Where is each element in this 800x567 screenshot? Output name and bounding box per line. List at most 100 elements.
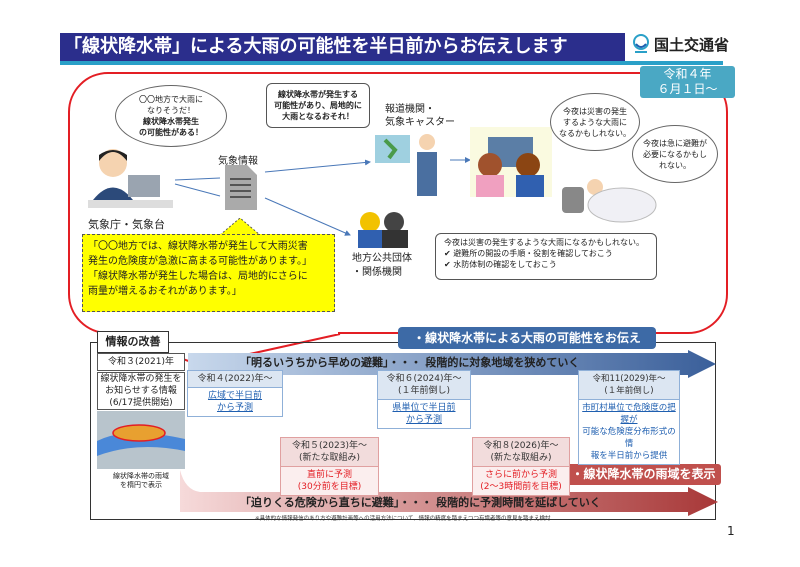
r4-card: 令和４(2022)年～広域で半日前から予測 bbox=[187, 370, 283, 417]
caster-speech-bubble: 線状降水帯が発生する 可能性があり、局地的に 大雨となるおそれ！ bbox=[266, 83, 370, 128]
thought-line: 今夜は急に避難が bbox=[643, 138, 707, 148]
card-year: 令和５(2023)年～ (新たな取組み) bbox=[281, 438, 378, 467]
blue-banner: ・線状降水帯による大雨の可能性をお伝え bbox=[398, 327, 656, 349]
body-line: から予測 bbox=[405, 415, 442, 425]
card-body: 広域で半日前から予測 bbox=[188, 388, 282, 416]
callout-line: 「線状降水帯が発生した場合は、局地的にさらに bbox=[88, 271, 308, 282]
forecast-message-callout: 「〇〇地方では、線状降水帯が発生して大雨災害発生の危険度が急激に高まる可能性があ… bbox=[82, 234, 335, 312]
body-line: (30分前を目標) bbox=[297, 482, 362, 492]
check-text: 水防体制の確認をしておこう bbox=[453, 260, 557, 269]
r8-card: 令和８(2026)年～ (新たな取組み) さらに前から予測 (2～3時間前を目標) bbox=[472, 437, 570, 496]
red-arrow-text: 「迫りくる危険から直ちに避難」・・・ 段階的に予測時間を延ばしていく bbox=[240, 496, 601, 509]
thought-line: 必要になるかもし bbox=[643, 149, 707, 159]
title-underline bbox=[60, 61, 723, 65]
year-sub: (新たな取組み) bbox=[490, 453, 552, 463]
speech-line: 今夜は災害の発生するような大雨になるかもしれない。 bbox=[444, 238, 644, 247]
mlit-logo: 国土交通省 bbox=[632, 32, 729, 56]
weather-info-label: 気象情報 bbox=[218, 156, 258, 167]
checklist-item: ✔ 水防体制の確認をしておこう bbox=[444, 259, 648, 270]
callout-line: 発生の危険度が急激に高まる可能性があります。」 bbox=[88, 256, 312, 267]
thought-line: れない。 bbox=[659, 160, 691, 170]
check-text: 避難所の開設の手順・役割を確認しておこう bbox=[453, 249, 613, 258]
label-line: 地方公共団体 bbox=[352, 253, 412, 264]
year-line: 令和６(2024)年～ bbox=[386, 374, 462, 384]
body-line: 報を半日前から提供 bbox=[590, 451, 668, 461]
card-body: さらに前から予測 (2～3時間前を目標) bbox=[473, 467, 569, 495]
forecaster-thought-bubble: 〇〇地方で大雨に なりそうだ！ 線状降水帯発生 の可能性がある！ bbox=[115, 85, 227, 147]
thought-line: するような大雨に bbox=[563, 117, 627, 127]
body-line: 直前に予測 bbox=[306, 470, 352, 480]
callout-line: 雨量が増えるおそれがあります。」 bbox=[88, 286, 242, 297]
logo-text: 国土交通省 bbox=[654, 35, 730, 54]
speech-line: 大雨となるおそれ！ bbox=[282, 112, 354, 121]
label-line: 気象キャスター bbox=[385, 117, 455, 128]
desc-line: (6/17提供開始) bbox=[109, 398, 173, 408]
red-arrow bbox=[180, 470, 718, 516]
caption-line: 線状降水帯の雨域 bbox=[113, 472, 169, 480]
speech-line: 可能性があり、局地的に bbox=[274, 101, 362, 110]
year-sub: (新たな取組み) bbox=[298, 453, 361, 463]
caption-line: を楕円で表示 bbox=[120, 481, 162, 489]
page-number: 1 bbox=[727, 524, 735, 538]
family-watching-tv-illustration bbox=[470, 127, 552, 197]
radar-rain-map bbox=[97, 411, 185, 469]
card-body: 直前に予測 (30分前を目標) bbox=[281, 467, 378, 495]
desc-line: 線状降水帯の発生を bbox=[100, 374, 182, 384]
year-line: 令和８(2026)年～ bbox=[483, 441, 559, 451]
thought-line: 今夜は災害の発生 bbox=[563, 106, 627, 116]
footnote: ※具体的な情報発信のあり方や避難計画等への活用方法について、情報の精度を踏まえつ… bbox=[255, 516, 551, 522]
forecaster-illustration bbox=[88, 149, 173, 208]
r5-card: 令和５(2023)年～ (新たな取組み) 直前に予測 (30分前を目標) bbox=[280, 437, 379, 496]
callout-line: 「〇〇地方では、線状降水帯が発生して大雨災害 bbox=[88, 241, 308, 252]
blue-arrow-text: 「明るいうちから早めの避難」・・・ 段階的に対象地域を狭めていく bbox=[240, 356, 580, 369]
caster-illustration bbox=[375, 134, 437, 196]
year-line: 令和11(2029)年～ bbox=[592, 374, 666, 384]
desc-line: お知らせする情報 bbox=[105, 386, 177, 396]
card-year: 令和８(2026)年～ (新たな取組み) bbox=[473, 438, 569, 467]
r3-year: 令和３(2021)年 bbox=[97, 353, 185, 371]
radar-caption: 線状降水帯の雨域を楕円で表示 bbox=[97, 472, 185, 490]
page-title: 「線状降水帯」による大雨の可能性を半日前からお伝えします bbox=[60, 33, 625, 61]
agency-label: 気象庁・気象台 bbox=[88, 218, 165, 231]
check-icon: ✔ bbox=[444, 249, 454, 258]
thought-line: の可能性がある！ bbox=[139, 128, 203, 137]
sleeping-person-illustration bbox=[562, 179, 657, 223]
body-line: 市町村単位で危険度の把握が bbox=[582, 403, 676, 425]
body-line: 広域で半日前 bbox=[207, 391, 262, 401]
speech-line: 線状降水帯が発生する bbox=[278, 90, 358, 99]
card-year: 令和６(2024)年～ (１年前倒し) bbox=[378, 371, 470, 400]
local-government-speech-bubble: 今夜は災害の発生するような大雨になるかもしれない。 ✔ 避難所の開設の手順・役割… bbox=[435, 233, 657, 280]
body-line: 県単位で半日前 bbox=[392, 403, 456, 413]
date-line1: 令和４年 bbox=[663, 67, 712, 81]
thought-line: なるかもしれない。 bbox=[559, 128, 631, 138]
body-line: 可能な危険度分布形式の情 bbox=[582, 427, 676, 449]
card-body: 県単位で半日前から予測 bbox=[378, 400, 470, 428]
r6-card: 令和６(2024)年～ (１年前倒し) 県単位で半日前から予測 bbox=[377, 370, 471, 429]
document-icon bbox=[225, 165, 257, 210]
year-sub: (１年前倒し) bbox=[604, 386, 654, 396]
r11-card: 令和11(2029)年～ (１年前倒し) 市町村単位で危険度の把握が可能な危険度分布… bbox=[578, 370, 680, 465]
caster-label: 報道機関・気象キャスター bbox=[385, 103, 455, 129]
year-line: 令和５(2023)年～ bbox=[292, 441, 367, 451]
thought-line: 〇〇地方で大雨に bbox=[139, 95, 203, 104]
label-line: ・関係機関 bbox=[352, 267, 402, 278]
r3-description: 線状降水帯の発生をお知らせする情報 (6/17提供開始) bbox=[97, 372, 185, 410]
thought-line: なりそうだ！ bbox=[147, 106, 195, 115]
checklist-item: ✔ 避難所の開設の手順・役割を確認しておこう bbox=[444, 248, 648, 259]
label-line: 報道機関・ bbox=[385, 104, 435, 115]
responders-illustration bbox=[358, 212, 408, 248]
body-line: さらに前から予測 bbox=[484, 470, 557, 480]
section-label: 情報の改善 bbox=[97, 331, 169, 353]
mlit-logo-icon bbox=[633, 34, 649, 53]
resident-thought-bubble-2: 今夜は急に避難が必要になるかもしれない。 bbox=[632, 125, 718, 183]
resident-thought-bubble-1: 今夜は災害の発生するような大雨になるかもしれない。 bbox=[550, 93, 640, 151]
red-banner: ・線状降水帯の雨域を表示 bbox=[566, 464, 721, 485]
card-year: 令和４(2022)年～ bbox=[188, 371, 282, 388]
body-line: から予測 bbox=[216, 403, 253, 413]
card-year: 令和11(2029)年～ (１年前倒し) bbox=[579, 371, 679, 400]
date-line2: ６月１日～ bbox=[657, 82, 718, 96]
local-government-label: 地方公共団体・関係機関 bbox=[352, 252, 412, 280]
body-line: (2～3時間前を目標) bbox=[480, 482, 562, 492]
year-sub: (１年前倒し) bbox=[397, 386, 451, 396]
